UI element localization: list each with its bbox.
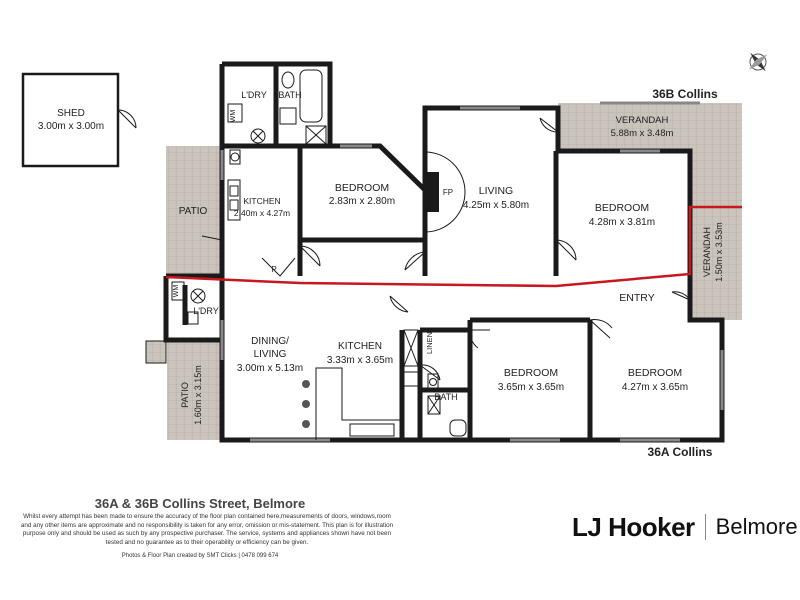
fireplace-block <box>425 172 439 212</box>
patio-bottom-area <box>167 340 222 440</box>
verandah-top-area <box>558 103 742 151</box>
windows <box>220 101 724 442</box>
bath-top-label: BATH <box>278 90 301 100</box>
laundry-bottom-label: L'DRY <box>193 306 219 316</box>
patio-top-area <box>166 146 222 276</box>
living-size: 4.25m x 5.80m <box>463 200 529 211</box>
bedroom-1-size: 2.83m x 2.80m <box>329 196 395 207</box>
living-label: LIVING <box>479 185 513 197</box>
street-label-bottom: 36A Collins <box>648 445 713 459</box>
dining-living-label-2: LIVING <box>254 349 287 360</box>
patio-bottom-label: PATIO <box>180 382 190 408</box>
floor-plan: 36B Collins 36A Collins SHED 3.00m x 3.0… <box>21 52 768 459</box>
linen-label: LINEN <box>425 332 434 354</box>
bedroom-1-label: BEDROOM <box>335 182 389 194</box>
property-address: 36A & 36B Collins Street, Belmore <box>94 496 306 511</box>
compass-icon <box>748 52 768 72</box>
laundry-top-label: L'DRY <box>241 90 267 100</box>
kitchen-top-size: 2.40m x 4.27m <box>234 208 290 218</box>
dining-living-size: 3.00m x 5.13m <box>237 363 303 374</box>
logo-divider <box>704 514 706 540</box>
shed-outline <box>21 72 120 168</box>
shed-size: 3.00m x 3.00m <box>38 121 104 132</box>
pantry-label: P <box>271 265 276 274</box>
verandah-top-label: VERANDAH <box>616 115 669 126</box>
kitchen-top-label: KITCHEN <box>243 196 280 206</box>
door-swings <box>201 117 691 381</box>
fixtures-top <box>227 69 327 221</box>
street-label-top: 36B Collins <box>652 87 718 101</box>
logo-office: Belmore <box>715 514 798 539</box>
entry-label: ENTRY <box>619 292 654 304</box>
verandah-side-area <box>690 151 742 320</box>
bedroom-2-label: BEDROOM <box>595 202 649 214</box>
fixtures-bottom <box>171 281 467 440</box>
verandah-side-label: VERANDAH <box>702 227 712 277</box>
patio-top-label: PATIO <box>179 206 208 217</box>
wm-bottom-label: WM <box>173 285 180 298</box>
dwelling-divider <box>165 205 742 288</box>
verandah-side-size: 1.50m x 3.53m <box>714 222 724 282</box>
kitchen-bottom-size: 3.33m x 3.65m <box>327 355 393 366</box>
patio-bottom-size: 1.60m x 3.15m <box>193 365 203 425</box>
bedroom-4-label: BEDROOM <box>628 367 682 379</box>
disclaimer-text: Whilst every attempt has been made to en… <box>20 513 394 546</box>
fireplace-label: FP <box>443 188 453 197</box>
bedroom-4-size: 4.27m x 3.65m <box>622 382 688 393</box>
dining-living-label-1: DINING/ <box>251 336 289 347</box>
photo-credit: Photos & Floor Plan created by SMT Click… <box>121 553 279 559</box>
agency-logo: LJ Hooker Belmore <box>572 510 798 544</box>
bedroom-3-size: 3.65m x 3.65m <box>498 382 564 393</box>
verandah-top-size: 5.88m x 3.48m <box>611 128 674 139</box>
bedroom-2-size: 4.28m x 3.81m <box>589 217 655 228</box>
shed-label: SHED <box>57 108 85 119</box>
kitchen-bottom-label: KITCHEN <box>338 341 382 352</box>
bedroom-3-label: BEDROOM <box>504 367 558 379</box>
fireplace-arc <box>424 151 466 233</box>
patio-step <box>145 340 167 364</box>
shed-door <box>117 109 137 129</box>
bath-bottom-label: BATH <box>434 392 457 402</box>
cooktop-burners <box>302 380 310 428</box>
house-walls <box>163 61 725 443</box>
wm-top-label: WM <box>230 110 237 123</box>
logo-brand: LJ Hooker <box>572 511 695 542</box>
